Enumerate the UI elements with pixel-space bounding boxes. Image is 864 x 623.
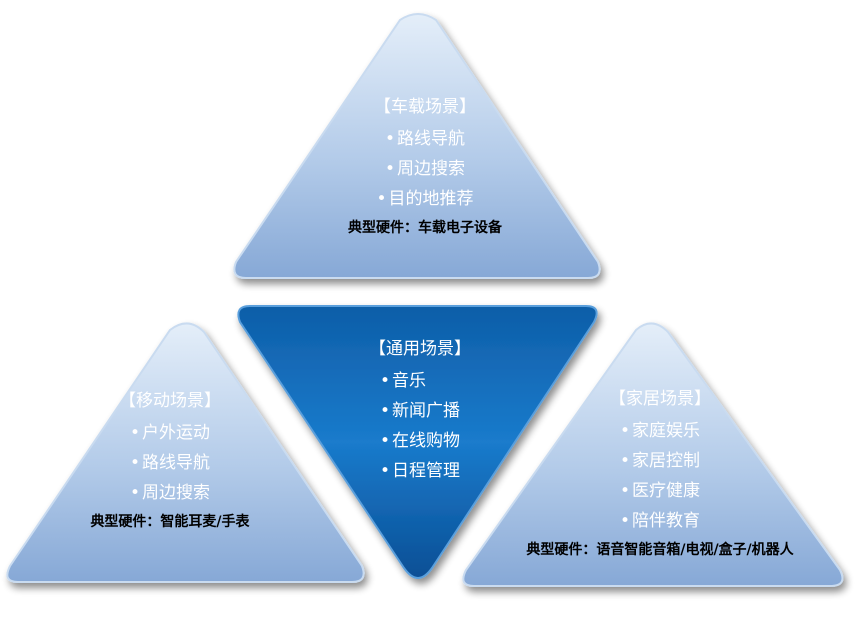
bullet-icon: • xyxy=(376,189,387,209)
triangle-home xyxy=(462,322,844,587)
list-item: •新闻广播 xyxy=(380,396,460,426)
mobile-hardware: 典型硬件：智能耳麦/手表 xyxy=(90,514,250,530)
bullet-icon: • xyxy=(130,483,141,503)
bullet-icon: • xyxy=(130,453,141,473)
bullet-icon: • xyxy=(380,401,391,421)
home-title: 【家居场景】 xyxy=(609,389,711,409)
triangle-vehicle xyxy=(233,13,601,279)
list-item: •音乐 xyxy=(380,366,460,396)
list-item: •在线购物 xyxy=(380,426,460,456)
triangle-general xyxy=(237,305,598,579)
mobile-scenario: 【移动场景】 •户外运动 •路线导航 •周边搜索 典型硬件：智能耳麦/手表 xyxy=(30,390,310,532)
bullet-icon: • xyxy=(130,423,141,443)
vehicle-hardware: 典型硬件：车载电子设备 xyxy=(348,220,502,236)
bullet-icon: • xyxy=(620,451,631,471)
bullet-icon: • xyxy=(380,461,391,481)
list-item: •周边搜索 xyxy=(275,154,575,184)
list-item: •日程管理 xyxy=(380,456,460,486)
bullet-icon: • xyxy=(620,511,631,531)
vehicle-scenario: 【车载场景】 •路线导航 •周边搜索 •目的地推荐 典型硬件：车载电子设备 xyxy=(275,96,575,238)
mobile-list: •户外运动 •路线导航 •周边搜索 xyxy=(30,418,310,508)
bullet-icon: • xyxy=(385,159,396,179)
list-item: •陪伴教育 xyxy=(470,506,850,536)
bullet-icon: • xyxy=(380,431,391,451)
bullet-icon: • xyxy=(385,129,396,149)
vehicle-list: •路线导航 •周边搜索 •目的地推荐 xyxy=(275,124,575,214)
triangle-mobile xyxy=(6,322,365,583)
home-hardware: 典型硬件：语音智能音箱/电视/盒子/机器人 xyxy=(526,542,794,558)
list-item: •目的地推荐 xyxy=(275,184,575,214)
list-item: •家庭娱乐 xyxy=(470,416,850,446)
bullet-icon: • xyxy=(380,371,391,391)
vehicle-title: 【车载场景】 xyxy=(374,97,476,117)
general-list: •音乐 •新闻广播 •在线购物 •日程管理 xyxy=(380,366,460,486)
list-item: •户外运动 xyxy=(30,418,310,448)
list-item: •周边搜索 xyxy=(30,478,310,508)
home-list: •家庭娱乐 •家居控制 •医疗健康 •陪伴教育 xyxy=(470,416,850,536)
list-item: •医疗健康 xyxy=(470,476,850,506)
list-item: •路线导航 xyxy=(275,124,575,154)
general-title: 【通用场景】 xyxy=(369,339,471,359)
bullet-icon: • xyxy=(620,421,631,441)
bullet-icon: • xyxy=(620,481,631,501)
home-scenario: 【家居场景】 •家庭娱乐 •家居控制 •医疗健康 •陪伴教育 典型硬件：语音智能… xyxy=(470,388,850,560)
mobile-title: 【移动场景】 xyxy=(119,391,221,411)
list-item: •家居控制 xyxy=(470,446,850,476)
general-scenario: 【通用场景】 •音乐 •新闻广播 •在线购物 •日程管理 xyxy=(300,338,540,486)
list-item: •路线导航 xyxy=(30,448,310,478)
